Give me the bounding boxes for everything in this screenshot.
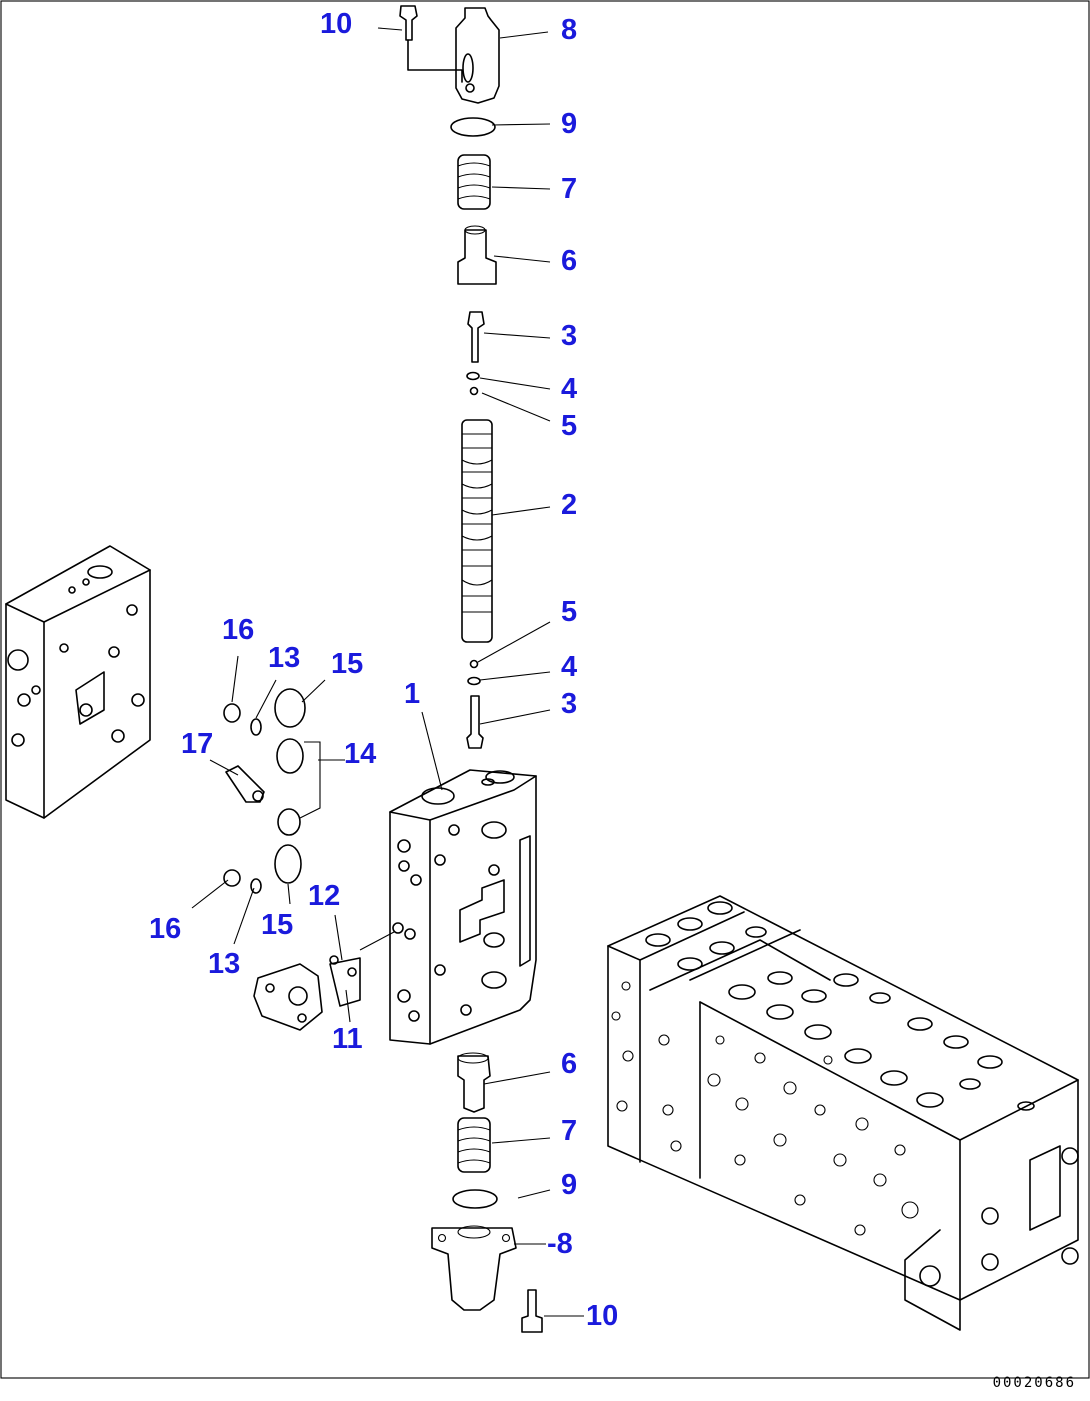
part-3-top-stopper: [467, 311, 485, 363]
assembled-control-valve: [607, 895, 1079, 1331]
callout-14[interactable]: 14: [344, 738, 377, 770]
part-13-upper-oring: [250, 718, 262, 736]
callout-17[interactable]: 17: [181, 728, 214, 760]
callout-9[interactable]: 9: [561, 108, 578, 140]
callout-9[interactable]: 9: [561, 1169, 578, 1201]
callout-10[interactable]: 10: [586, 1300, 619, 1332]
callout-15[interactable]: 15: [261, 909, 294, 941]
part-16-lower-plug: [223, 869, 241, 887]
callout-11[interactable]: 11: [332, 1023, 363, 1055]
callout-10[interactable]: 10: [320, 8, 353, 40]
callout-12[interactable]: 12: [308, 880, 341, 912]
part-13-lower-oring: [250, 878, 262, 894]
part-8-bottom-cap: [431, 1225, 517, 1311]
callout-8[interactable]: -8: [547, 1228, 573, 1260]
callout-5[interactable]: 5: [561, 596, 578, 628]
part-3-bottom-stopper: [466, 695, 484, 749]
callout-7[interactable]: 7: [561, 173, 578, 205]
callout-15[interactable]: 15: [331, 648, 364, 680]
callout-16[interactable]: 16: [149, 913, 182, 945]
part-7-bottom-spring: [457, 1117, 491, 1173]
left-reference-block: [5, 545, 151, 819]
callout-7[interactable]: 7: [561, 1115, 578, 1147]
part-6-top-retainer: [457, 225, 497, 285]
part-16-upper-plug: [223, 703, 241, 723]
part-1-valve-section: [389, 769, 537, 1045]
drawing-code: 00020686: [992, 1375, 1076, 1391]
callout-1[interactable]: 1: [404, 678, 421, 710]
callout-13[interactable]: 13: [268, 642, 301, 674]
callout-8[interactable]: 8: [561, 14, 578, 46]
part-15-lower-oring: [274, 844, 302, 884]
part-6-bottom-retainer: [457, 1052, 491, 1113]
part-5-4-bottom-rings: [467, 659, 481, 686]
part-8-top-cap: [455, 7, 500, 104]
part-10-bottom-bolt: [521, 1289, 543, 1333]
part-11-cover: [253, 963, 323, 1031]
callout-2[interactable]: 2: [561, 489, 578, 521]
part-10-top-bolt: [399, 5, 463, 83]
part-7-top-spring: [457, 154, 491, 210]
part-14-orings: [276, 738, 321, 836]
callout-5[interactable]: 5: [561, 410, 578, 442]
callout-4[interactable]: 4: [561, 651, 578, 683]
part-17-check-plug: [225, 765, 265, 803]
callout-3[interactable]: 3: [561, 688, 578, 720]
part-2-spool: [461, 419, 493, 643]
part-4-5-top-rings: [466, 371, 480, 396]
part-9-bottom-oring: [452, 1189, 498, 1209]
callout-6[interactable]: 6: [561, 245, 578, 277]
part-9-top-oring: [450, 117, 496, 137]
part-12-bracket: [329, 955, 361, 1007]
callout-4[interactable]: 4: [561, 373, 578, 405]
callout-6[interactable]: 6: [561, 1048, 578, 1080]
callout-16[interactable]: 16: [222, 614, 255, 646]
callout-13[interactable]: 13: [208, 948, 241, 980]
part-15-upper-oring: [274, 688, 306, 728]
callout-3[interactable]: 3: [561, 320, 578, 352]
leader-lines: [191, 27, 584, 1317]
